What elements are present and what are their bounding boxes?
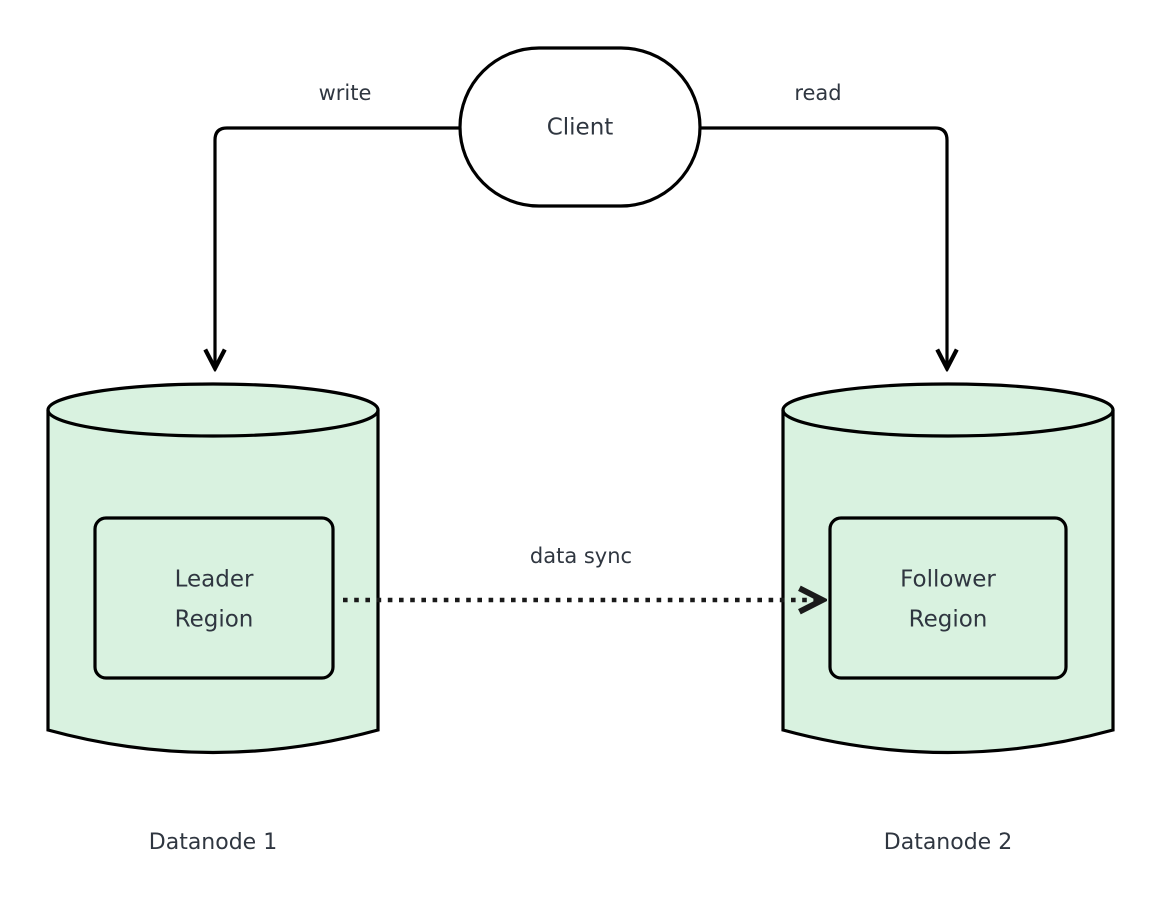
client-shape <box>458 46 702 208</box>
datanode1-cylinder-outline <box>46 410 380 755</box>
leader-region-shape <box>93 516 335 680</box>
leader-region-box[interactable]: Leader Region <box>93 516 335 680</box>
follower-region-shape <box>828 516 1068 680</box>
datanode2-caption: Datanode 2 <box>884 830 1012 855</box>
leader-region-label-line2: Region <box>175 607 254 633</box>
edge-read: read <box>700 81 947 366</box>
datanode2-cylinder-top-outline <box>781 382 1115 438</box>
node-datanode-1[interactable]: Leader Region Datanode 1 <box>46 382 380 855</box>
datanode2-cylinder-outline <box>781 410 1115 755</box>
datanode1-caption: Datanode 1 <box>149 830 277 855</box>
datanode1-cylinder-top-outline <box>46 382 380 438</box>
node-datanode-2[interactable]: Follower Region Datanode 2 <box>781 382 1115 855</box>
node-client[interactable]: Client <box>458 46 702 208</box>
datanode2-cylinder-top-fill <box>783 384 1113 436</box>
edge-data-sync-label: data sync <box>530 544 632 568</box>
follower-region-box[interactable]: Follower Region <box>828 516 1068 680</box>
client-label: Client <box>547 115 614 141</box>
datanode1-cylinder-top-fill <box>48 384 378 436</box>
leader-region-label-line1: Leader <box>175 567 254 593</box>
follower-region-label-line1: Follower <box>900 567 996 593</box>
edge-write: write <box>215 81 460 366</box>
edge-write-label: write <box>319 81 372 105</box>
datanode1-cylinder-body-fill <box>48 410 378 753</box>
edge-read-label: read <box>794 81 841 105</box>
edge-data-sync: data sync <box>343 544 820 600</box>
edge-read-line <box>700 126 947 366</box>
follower-region-label-line2: Region <box>909 607 988 633</box>
datanode2-cylinder-body-fill <box>783 410 1113 753</box>
edge-write-line <box>215 126 460 366</box>
